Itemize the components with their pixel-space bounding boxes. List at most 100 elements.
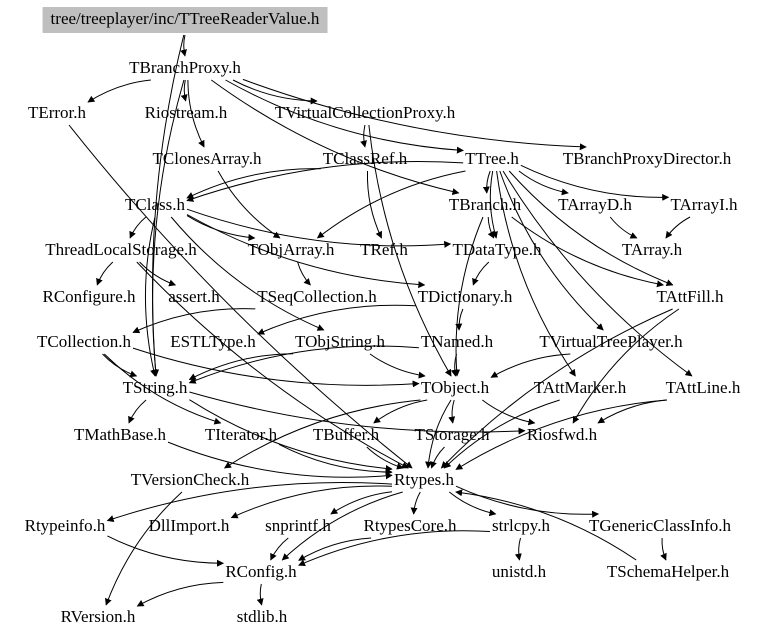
node-tbranch[interactable]: TBranch.h <box>448 195 522 214</box>
node-tgenericclassinfo[interactable]: TGenericClassInfo.h <box>588 516 732 535</box>
node-rtypeinfo[interactable]: Rtypeinfo.h <box>24 516 106 535</box>
node-tbranchproxydirector[interactable]: TBranchProxyDirector.h <box>562 149 732 168</box>
edge-tattline-to-riosfwd <box>597 399 668 424</box>
node-riosfwd[interactable]: Riosfwd.h <box>526 425 598 444</box>
edge-tbranchproxy-to-ttree <box>225 79 464 154</box>
node-rversion[interactable]: RVersion.h <box>60 607 136 626</box>
node-tref[interactable]: TRef.h <box>360 240 408 259</box>
edge-rtypes-to-rtypescore <box>410 491 421 515</box>
edge-rtypeinfo-to-rconfig <box>107 535 224 567</box>
node-terror[interactable]: TError.h <box>27 103 87 122</box>
edge-tobject-to-rtypes <box>425 399 452 469</box>
edge-ttree-to-tattfill <box>508 170 674 286</box>
edge-strlcpy-to-rconfig <box>298 530 491 566</box>
edge-tcollection-to-tobject <box>132 347 420 388</box>
edge-rtypes-to-dllimport <box>230 485 393 519</box>
node-tobjstring[interactable]: TObjString.h <box>295 332 385 351</box>
edge-tattmarker-to-rtypes <box>443 399 560 469</box>
node-threadlocalstorage[interactable]: ThreadLocalStorage.h <box>45 240 197 259</box>
edge-snprintf-to-rconfig <box>270 537 289 561</box>
node-tstorage[interactable]: TStorage.h <box>414 425 490 444</box>
edge-tstring-to-riosfwd <box>189 391 526 435</box>
edge-tobjstring-to-tobject <box>369 353 426 379</box>
edge-tseqcollection-to-tcollection <box>132 308 256 334</box>
edge-ttree-to-tarrayd <box>518 170 569 196</box>
edge-tdictionary-to-tnamed <box>455 308 464 331</box>
edge-tbranchproxy-to-tbranchproxydirector <box>242 78 587 151</box>
edge-ttree-to-tattline <box>502 170 693 377</box>
edge-tbranchproxy-to-terror <box>87 79 151 103</box>
node-strlcpy[interactable]: strlcpy.h <box>492 516 550 535</box>
edge-tgenericclassinfo-to-tschemahelper <box>660 537 667 561</box>
node-tdictionary[interactable]: TDictionary.h <box>417 287 513 306</box>
edge-tclass-to-tstring <box>145 216 157 377</box>
node-tobjarray[interactable]: TObjArray.h <box>247 240 335 259</box>
node-rtypes[interactable]: Rtypes.h <box>394 470 454 489</box>
edge-tclassref-to-tref <box>366 170 382 239</box>
edge-threadlocalstorage-to-assert <box>139 261 177 287</box>
node-tarray[interactable]: TArray.h <box>621 240 683 259</box>
node-tattmarker[interactable]: TAttMarker.h <box>533 378 627 397</box>
edge-tstring-to-rtypes <box>189 399 393 472</box>
edge-tattfill-to-riosfwd <box>572 308 680 424</box>
node-tvirtualtreeplayer[interactable]: TVirtualTreePlayer.h <box>539 332 683 351</box>
edge-rconfig-to-stdlib <box>256 583 264 606</box>
edge-tstring-to-tmathbase <box>128 399 147 424</box>
node-dllimport[interactable]: DllImport.h <box>148 516 230 535</box>
edge-tbranchproxy-to-tbranch <box>211 79 460 196</box>
node-riostream[interactable]: Riostream.h <box>144 103 228 122</box>
node-tbuffer[interactable]: TBuffer.h <box>312 425 380 444</box>
node-tclonesarray[interactable]: TClonesArray.h <box>152 149 262 168</box>
node-tversioncheck[interactable]: TVersionCheck.h <box>130 470 250 489</box>
node-root-file[interactable]: tree/treeplayer/inc/TTreeReaderValue.h <box>42 7 328 33</box>
edge-tattfill-to-rtypes <box>440 308 673 469</box>
edge-ttree-to-tbranch <box>482 170 491 194</box>
node-tcollection[interactable]: TCollection.h <box>37 332 131 351</box>
edge-tobject-to-riosfwd <box>481 399 536 426</box>
node-tclassref[interactable]: TClassRef.h <box>322 149 408 168</box>
edge-rtypes-to-rtypeinfo <box>106 481 393 522</box>
node-unistd[interactable]: unistd.h <box>491 562 547 581</box>
edge-tobject-to-tstorage <box>448 399 456 424</box>
node-tschemahelper[interactable]: TSchemaHelper.h <box>606 562 730 581</box>
edge-strlcpy-to-unistd <box>514 537 522 561</box>
node-rconfig[interactable]: RConfig.h <box>225 562 297 581</box>
edge-terror-to-rtypes <box>68 124 413 469</box>
edge-tmathbase-to-rtypes <box>167 441 393 480</box>
edge-tarrayi-to-tarray <box>665 216 691 239</box>
node-tarrayi[interactable]: TArrayI.h <box>670 195 738 214</box>
edge-tobject-to-tbuffer <box>373 399 428 424</box>
edge-tbranchproxy-to-riostream <box>180 79 188 102</box>
node-estltype[interactable]: ESTLType.h <box>170 332 256 351</box>
node-stdlib[interactable]: stdlib.h <box>236 607 288 626</box>
node-tnamed[interactable]: TNamed.h <box>420 332 494 351</box>
edge-tobjarray-to-tseqcollection <box>297 261 311 286</box>
node-titerator[interactable]: TIterator.h <box>204 425 278 444</box>
node-tseqcollection[interactable]: TSeqCollection.h <box>257 287 377 306</box>
node-rtypescore[interactable]: RtypesCore.h <box>363 516 457 535</box>
edge-tdatatype-to-tdictionary <box>472 261 490 286</box>
node-tobject[interactable]: TObject.h <box>420 378 490 397</box>
node-tvirtualcollectionproxy[interactable]: TVirtualCollectionProxy.h <box>274 103 456 122</box>
node-tstring[interactable]: TString.h <box>122 378 188 397</box>
edge-ttree-to-tclass <box>186 160 464 202</box>
node-tdatatype[interactable]: TDataType.h <box>452 240 542 259</box>
node-snprintf[interactable]: snprintf.h <box>265 516 331 535</box>
node-ttree[interactable]: TTree.h <box>465 149 519 168</box>
node-assert[interactable]: assert.h <box>168 287 220 306</box>
edge-tnamed-to-tobject <box>450 353 458 377</box>
edge-rtypes-to-rconfig <box>281 491 403 561</box>
node-tmathbase[interactable]: TMathBase.h <box>73 425 167 444</box>
edge-rtypes-to-tgenericclassinfo <box>455 485 600 518</box>
node-tclass[interactable]: TClass.h <box>125 195 185 214</box>
node-tarrayd[interactable]: TArrayD.h <box>558 195 632 214</box>
node-tattfill[interactable]: TAttFill.h <box>656 287 724 306</box>
edge-ttree-to-tobjarray <box>316 170 466 239</box>
edge-tcollection-to-titerator <box>103 353 222 425</box>
node-rconfigure[interactable]: RConfigure.h <box>42 287 136 306</box>
edge-threadlocalstorage-to-rconfigure <box>96 261 114 286</box>
edge-tvirtualcollectionproxy-to-tobject <box>368 124 452 377</box>
node-tbranchproxy[interactable]: TBranchProxy.h <box>129 58 241 77</box>
node-tattline[interactable]: TAttLine.h <box>665 378 741 397</box>
